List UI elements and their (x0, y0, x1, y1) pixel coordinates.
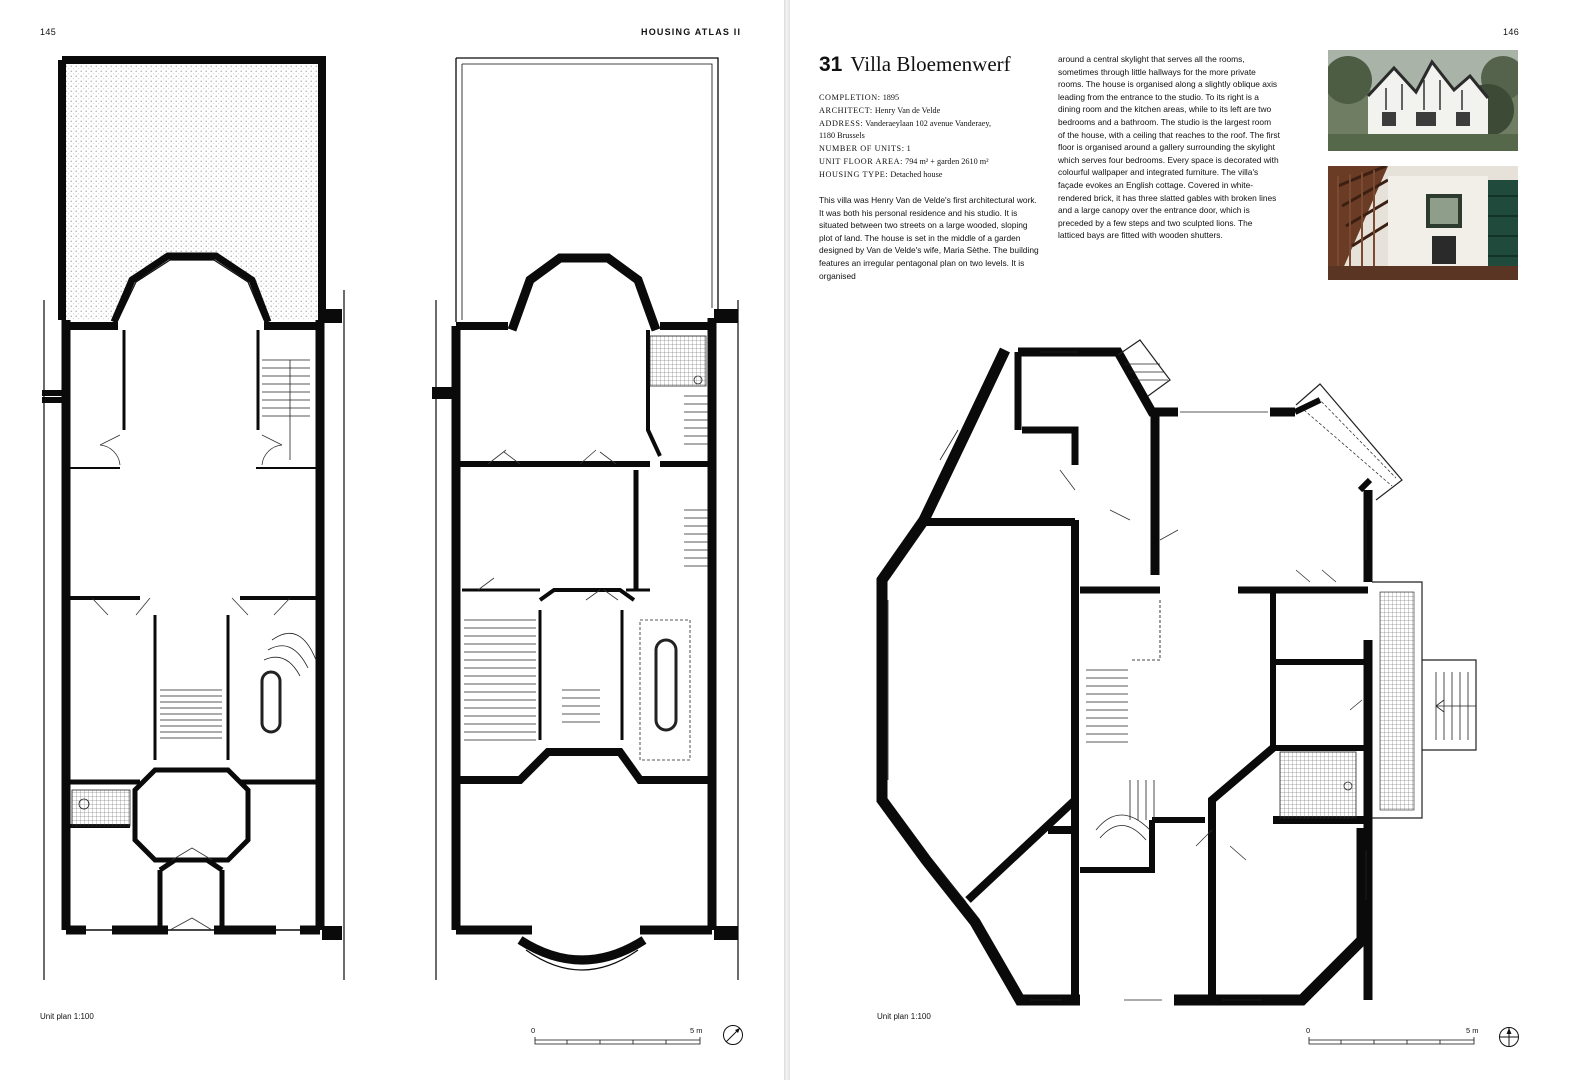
plan-b-doors (477, 449, 619, 601)
body-text-col1: This villa was Henry Van de Velde's firs… (819, 195, 1039, 281)
right-scale-bar (1308, 1037, 1475, 1045)
left-scale-end: 5 m (690, 1026, 703, 1035)
right-scale-start: 0 (1306, 1026, 1311, 1035)
right-caption: Unit plan 1:100 (877, 1012, 931, 1021)
villa-windows (887, 351, 1367, 1001)
plan-a-stairs (71, 359, 317, 827)
north-arrow-icon (723, 1025, 743, 1045)
left-scale-bar (534, 1037, 701, 1045)
north-arrow-icon (1499, 1027, 1519, 1047)
meta-row: ARCHITECT: Henry Van de Velde (819, 105, 941, 115)
project-number: 31 (819, 53, 843, 76)
plan-b-walls (432, 57, 739, 980)
meta-row: UNIT FLOOR AREA: 794 m² + garden 2610 m² (819, 156, 989, 166)
body-text-col2: around a central skylight that serves al… (1058, 54, 1280, 241)
book-gutter (784, 0, 790, 1080)
meta-row: COMPLETION: 1895 (819, 93, 900, 102)
left-page: 145 HOUSING ATLAS II (0, 0, 784, 1080)
plan-b-stairs (464, 335, 708, 761)
meta-row: HOUSING TYPE: Detached house (819, 169, 943, 179)
exterior-photo (1328, 50, 1518, 151)
villa-stairs (1086, 669, 1357, 841)
meta-row: NUMBER OF UNITS: 1 (819, 144, 911, 154)
plan-a-walls (42, 252, 345, 980)
plan-a-doors (91, 434, 291, 931)
project-metadata: COMPLETION: 1895 ARCHITECT: Henry Van de… (819, 92, 1049, 182)
right-scale-end: 5 m (1466, 1026, 1479, 1035)
meta-row: ADDRESS: Vanderaeylaan 102 avenue Vander… (819, 118, 991, 128)
interior-photo (1328, 166, 1518, 280)
meta-row: 1180 Brussels (819, 131, 865, 141)
plan-a-garden (58, 56, 326, 320)
project-title: 31 Villa Bloemenwerf (819, 52, 1011, 77)
villa-doors (1059, 469, 1363, 861)
floor-plan-a (42, 56, 345, 980)
villa-walls (876, 347, 1373, 1006)
project-name: Villa Bloemenwerf (850, 52, 1011, 76)
villa-bay-and-terrace (1117, 339, 1477, 819)
left-folio: 145 (40, 27, 57, 37)
right-folio: 146 (1503, 27, 1520, 37)
floor-plan-b (432, 57, 739, 980)
running-head: HOUSING ATLAS II (641, 27, 742, 37)
left-caption: Unit plan 1:100 (40, 1012, 94, 1021)
left-scale-start: 0 (531, 1026, 536, 1035)
